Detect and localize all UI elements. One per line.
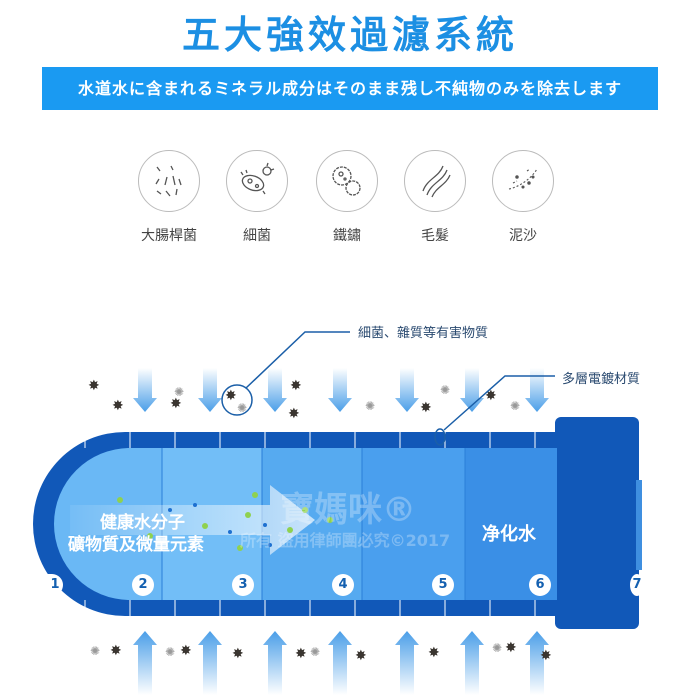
contaminant-label: 泥沙: [509, 228, 537, 244]
inflow-arrows-top: [133, 368, 549, 412]
filter-diagram: ✸ ✸ ✸ ✸ ✸ ✸ ✸ ✸ ✸ ✸ ✸ ✸ ✸ ✸ ✸ ✸ ✺ ✺ ✺ ✺ ✺ ✺ ✺ ✺ ✺: [33, 331, 642, 695]
callout-harmful-substances: 細菌、雜質等有害物質: [358, 326, 489, 341]
page-title: 五大強效過濾系統: [181, 13, 518, 57]
sand-icon: [492, 150, 554, 212]
svg-text:✸: ✸: [225, 388, 237, 404]
stage-number: 7: [630, 574, 644, 596]
svg-text:✸: ✸: [485, 388, 497, 404]
svg-text:✺: ✺: [174, 385, 184, 399]
svg-text:✸: ✸: [88, 378, 100, 394]
svg-text:✸: ✸: [428, 645, 440, 661]
svg-text:✸: ✸: [355, 648, 367, 664]
minerals-label-line1: 健康水分子: [100, 513, 185, 533]
svg-text:✺: ✺: [492, 641, 502, 655]
inflow-arrows-bottom: [133, 631, 549, 695]
watermark-brand: 寶媽咪®: [280, 490, 416, 530]
contaminant-bacteria: 細菌: [212, 150, 302, 245]
contaminant-e-coli: 大腸桿菌: [124, 150, 214, 245]
watermark-notice: 所有 盜用律師團必究©2017: [240, 531, 451, 550]
svg-text:✺: ✺: [510, 399, 520, 413]
contaminant-label: 細菌: [243, 228, 271, 244]
svg-text:✸: ✸: [295, 646, 307, 662]
contaminant-particles: ✸ ✸ ✸ ✸ ✸ ✸ ✸ ✸ ✸ ✸ ✸ ✸ ✸ ✸ ✸ ✸ ✺ ✺ ✺ ✺ ✺ ✺ ✺ ✺ ✺: [88, 378, 552, 664]
contaminant-label: 毛髮: [421, 228, 449, 244]
filter-tube: [33, 417, 642, 629]
svg-text:✺: ✺: [90, 644, 100, 658]
e-coli-icon: [138, 150, 200, 212]
subtitle-banner: 水道水に含まれるミネラル成分はそのまま残し不純物のみを除去します: [42, 67, 658, 110]
stage-number: 2: [132, 574, 154, 596]
purified-water-label: 净化水: [482, 524, 536, 545]
svg-text:✸: ✸: [110, 643, 122, 659]
svg-text:✺: ✺: [440, 383, 450, 397]
svg-text:✺: ✺: [237, 401, 247, 415]
svg-text:✸: ✸: [170, 396, 182, 412]
svg-text:✺: ✺: [365, 399, 375, 413]
svg-text:✸: ✸: [505, 640, 517, 656]
svg-text:✺: ✺: [310, 645, 320, 659]
stage-number: 5: [432, 574, 454, 596]
bacteria-icon: [226, 150, 288, 212]
stage-number: 1: [47, 574, 63, 596]
svg-text:✸: ✸: [288, 406, 300, 422]
callout-multilayer-material: 多層電鍍材質: [562, 372, 641, 387]
stage-number: 3: [232, 574, 254, 596]
svg-text:✸: ✸: [290, 378, 302, 394]
contaminant-hair: 毛髮: [390, 150, 480, 245]
minerals-label-line2: 礦物質及微量元素: [68, 535, 204, 555]
contaminant-label: 大腸桿菌: [141, 228, 197, 244]
svg-text:✸: ✸: [112, 398, 124, 414]
contaminant-label: 鐵鏽: [333, 228, 361, 244]
contaminant-sand: 泥沙: [478, 150, 568, 245]
svg-text:✸: ✸: [540, 648, 552, 664]
rust-icon: [316, 150, 378, 212]
stage-number: 4: [332, 574, 354, 596]
filter-cap: [555, 417, 639, 629]
svg-text:✸: ✸: [232, 646, 244, 662]
contaminant-rust: 鐵鏽: [302, 150, 392, 245]
stage-number: 6: [529, 574, 551, 596]
flow-arrow: [70, 485, 315, 555]
svg-text:✸: ✸: [180, 643, 192, 659]
svg-text:✺: ✺: [165, 645, 175, 659]
hair-icon: [404, 150, 466, 212]
callout-lines: [221, 331, 555, 446]
svg-text:✸: ✸: [420, 400, 432, 416]
